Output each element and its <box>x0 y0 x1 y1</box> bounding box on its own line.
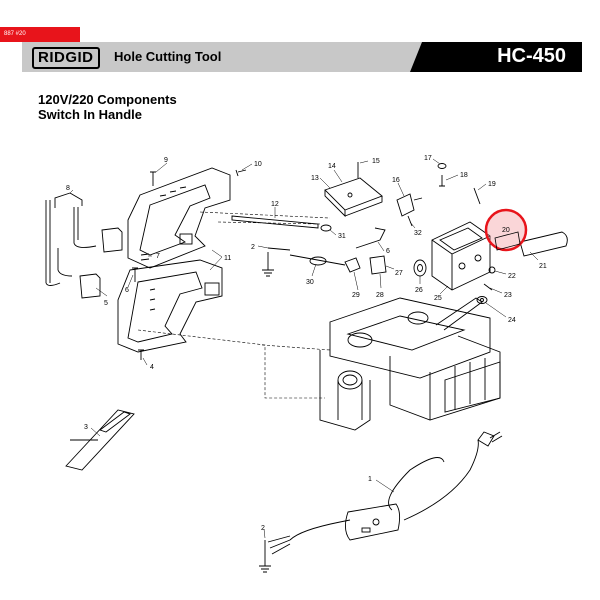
part-label-16: 16 <box>392 177 400 184</box>
part-label-10: 10 <box>254 161 262 168</box>
switch-wiring <box>289 227 387 275</box>
header-bar: RIDGID Hole Cutting Tool HC-450 <box>22 42 582 72</box>
part-label-27: 27 <box>395 270 403 277</box>
part-label-1: 1 <box>368 476 372 483</box>
part-label-21: 21 <box>539 263 547 270</box>
part-label-19: 19 <box>488 181 496 188</box>
hex-keys-drawing <box>45 192 123 299</box>
part-label-8: 8 <box>66 185 70 192</box>
fasteners-right <box>476 266 496 304</box>
part-label-30: 30 <box>306 279 314 286</box>
part-label-13: 13 <box>311 175 319 182</box>
section-title-line2: Switch In Handle <box>38 107 143 122</box>
section-title-line1: 120V/220 Components <box>38 92 177 107</box>
part-label-24: 24 <box>508 317 516 324</box>
part-label-32: 32 <box>414 230 422 237</box>
part-label-23: 23 <box>504 292 512 299</box>
page-tag: 887 #20 <box>0 27 80 42</box>
highlight-circle-part-20 <box>484 208 528 252</box>
part-label-29: 29 <box>352 292 360 299</box>
label-strip <box>65 409 135 471</box>
part-label-2-lower: 2 <box>261 525 265 532</box>
part-label-31: 31 <box>338 233 346 240</box>
tool-name: Hole Cutting Tool <box>114 49 222 64</box>
ground-screw-upper <box>262 247 291 277</box>
part-label-9: 9 <box>164 157 168 164</box>
header-black-band <box>422 42 582 72</box>
part-label-15: 15 <box>372 158 380 165</box>
part-label-5: 5 <box>104 300 108 307</box>
handle-grip <box>519 231 568 257</box>
header-slant <box>410 42 422 72</box>
part-label-7: 7 <box>156 253 160 260</box>
part-label-4: 4 <box>150 364 154 371</box>
washer <box>413 259 427 277</box>
model-number: HC-450 <box>497 45 566 67</box>
switch-plate <box>324 162 383 218</box>
part-label-2-upper: 2 <box>251 244 255 251</box>
brand-logo: RIDGID <box>32 47 100 69</box>
knob <box>320 224 332 232</box>
part-label-14: 14 <box>328 163 336 170</box>
dashed-leaders <box>137 211 331 399</box>
part-number-labels: 8 9 10 5 7 6 4 11 12 2 13 14 15 16 31 32… <box>66 155 547 532</box>
part-label-12: 12 <box>271 201 279 208</box>
label-leaders <box>69 158 539 539</box>
part-label-20: 20 <box>502 227 510 234</box>
part-label-11: 11 <box>224 255 231 262</box>
part-label-6-right: 6 <box>386 248 390 255</box>
handle-frame-upper <box>127 167 231 269</box>
motor-assembly <box>319 297 501 431</box>
switch-box <box>431 221 491 291</box>
part-label-18: 18 <box>460 172 468 179</box>
capacitor <box>396 193 423 227</box>
part-label-6: 6 <box>125 287 129 294</box>
part-label-25: 25 <box>434 295 442 302</box>
part-label-28: 28 <box>376 292 384 299</box>
part-label-22: 22 <box>508 273 516 280</box>
rod-part <box>231 215 319 229</box>
part-label-3: 3 <box>84 424 88 431</box>
screws <box>132 169 247 360</box>
ground-screw-lower <box>259 540 271 573</box>
part-label-17: 17 <box>424 155 432 162</box>
section-title: 120V/220 Components Switch In Handle <box>38 92 177 122</box>
part-label-26: 26 <box>415 287 423 294</box>
small-fasteners <box>437 163 481 205</box>
power-cord <box>267 431 503 555</box>
handle-frame-lower <box>117 259 223 353</box>
